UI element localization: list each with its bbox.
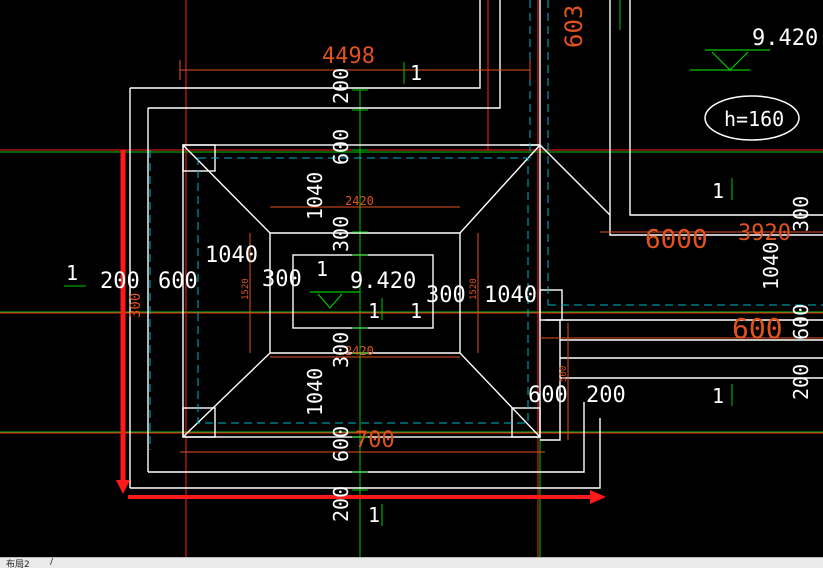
- dim-200-top: 200: [329, 68, 353, 104]
- dim-300-right: 300: [426, 283, 466, 308]
- marker-one-c: 1: [66, 261, 78, 285]
- tab-separator: /: [50, 557, 54, 567]
- white-labels: 9.420 h=160 200 600 1040 300 1040 200 60…: [66, 26, 818, 527]
- dim-600-top: 600: [329, 129, 353, 165]
- dim-600-bottom: 600: [329, 426, 353, 462]
- dim-1520-right: 1520: [469, 278, 479, 300]
- orange-dimension-lines: [179, 60, 823, 453]
- slab-thickness-label: h=160: [724, 107, 784, 131]
- dim-1040-left: 1040: [205, 243, 258, 268]
- dim-2420-top: 2420: [345, 194, 374, 208]
- dim-300-left: 300: [262, 267, 302, 292]
- marker-underlines: [64, 62, 733, 526]
- green-dim-ticks: [352, 89, 368, 491]
- elev-top-right: 9.420: [752, 26, 818, 51]
- dim-2420-bottom: 2420: [345, 344, 374, 358]
- dim-200-left: 200: [100, 269, 140, 294]
- dim-200-bottom: 200: [329, 486, 353, 522]
- dim-300-top: 300: [329, 216, 353, 252]
- dim-200-bottom-right: 200: [586, 383, 626, 408]
- slab-thickness-ellipse: [704, 95, 800, 141]
- layout-tab-bar: 布局2 /: [0, 557, 823, 568]
- elev-center: 9.420: [350, 269, 416, 294]
- dim-top-4498: 4498: [322, 44, 375, 69]
- dim-1040-right-edge: 1040: [759, 242, 783, 290]
- dim-top-603: 603: [560, 5, 588, 48]
- orange-side-label: 300: [128, 293, 144, 318]
- dim-600-bottom-right: 600: [528, 383, 568, 408]
- dim-200-right-edge: 200: [789, 364, 813, 400]
- dim-6000-mid: 6000: [645, 225, 708, 255]
- marker-one-g: 1: [712, 384, 724, 408]
- dim-1040-right: 1040: [484, 283, 537, 308]
- dim-700-bottom: 700: [355, 428, 395, 453]
- dim-300-right-edge: 300: [789, 196, 813, 232]
- dim-300-left-vertical: 300: [128, 293, 144, 318]
- marker-one-h: 1: [368, 503, 380, 527]
- layout-tab[interactable]: 布局2: [6, 560, 30, 568]
- cyan-dashed-lines: [149, 0, 823, 450]
- elevation-markers: [310, 49, 770, 309]
- dim-500-small: 500: [559, 366, 569, 382]
- marker-one-d: 1: [316, 257, 328, 281]
- red-highlight-arrows: [116, 150, 606, 504]
- dim-600-right-edge: 600: [789, 304, 813, 340]
- dim-1520-left: 1520: [241, 278, 251, 300]
- orange-labels: 4498 603 2420 2420 1520 1520 700 500 600…: [241, 5, 791, 453]
- dim-3920-mid: 3920: [738, 221, 791, 246]
- dim-300-bottom: 300: [329, 332, 353, 368]
- dim-1040-top: 1040: [303, 172, 327, 220]
- marker-one-a: 1: [410, 61, 422, 85]
- dim-600-right-orange: 600: [732, 312, 783, 345]
- marker-one-f: 1: [410, 299, 422, 323]
- dim-1040-bottom: 1040: [303, 368, 327, 416]
- marker-one-b: 1: [712, 179, 724, 203]
- marker-one-e: 1: [368, 299, 380, 323]
- dim-600-left: 600: [158, 269, 198, 294]
